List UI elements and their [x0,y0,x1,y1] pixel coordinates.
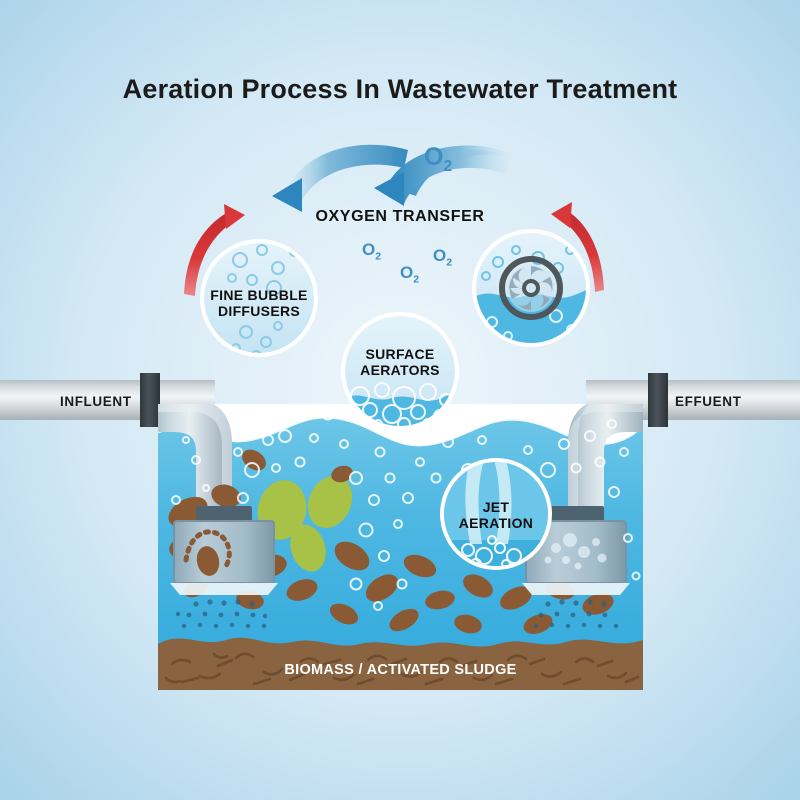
o2-main-label: O2 [424,143,453,175]
left-diffuser-unit [170,506,278,629]
oxygen-arrow-left-head [272,178,302,212]
right-diffuser-unit [522,506,630,629]
biomass-sludge-label: BIOMASS / ACTIVATED SLUDGE [284,662,517,678]
aeration-tank [158,404,643,690]
influent-flange [140,373,160,427]
rotor-wheel [499,256,563,320]
effluent-label: EFFUENT [675,394,742,409]
oxygen-arrow-left [284,144,408,204]
circle-mechanical-rotor [472,229,590,347]
red-arrow-left [184,212,233,296]
circle-fine-bubble-diffusers [200,239,318,357]
diffuser-bubble-spray [175,599,268,629]
red-arrow-right-head [551,202,572,228]
effluent-flange [648,373,668,427]
o2-bubble-label-3: O2 [400,263,420,286]
circle-surface-aerators [341,312,459,430]
influent-label: INFLUENT [60,394,132,409]
oxygen-arrow-right-head [374,172,404,206]
red-arrow-right [561,210,604,292]
o2-bubble-label-2: O2 [433,246,453,269]
oxygen-transfer-arrow-group [272,144,512,212]
oxygen-arrow-right-body [386,145,512,204]
page-title: Aeration Process In Wastewater Treatment [122,74,678,104]
oxygen-transfer-label: OXYGEN TRANSFER [315,208,485,225]
red-arrow-group [184,202,604,296]
red-arrow-left-head [224,204,245,229]
rising-bubbles [171,406,641,611]
diffuser-bubble-spray-right [533,599,619,629]
o2-bubble-label-1: O2 [362,240,382,263]
sludge-layer [158,637,643,690]
